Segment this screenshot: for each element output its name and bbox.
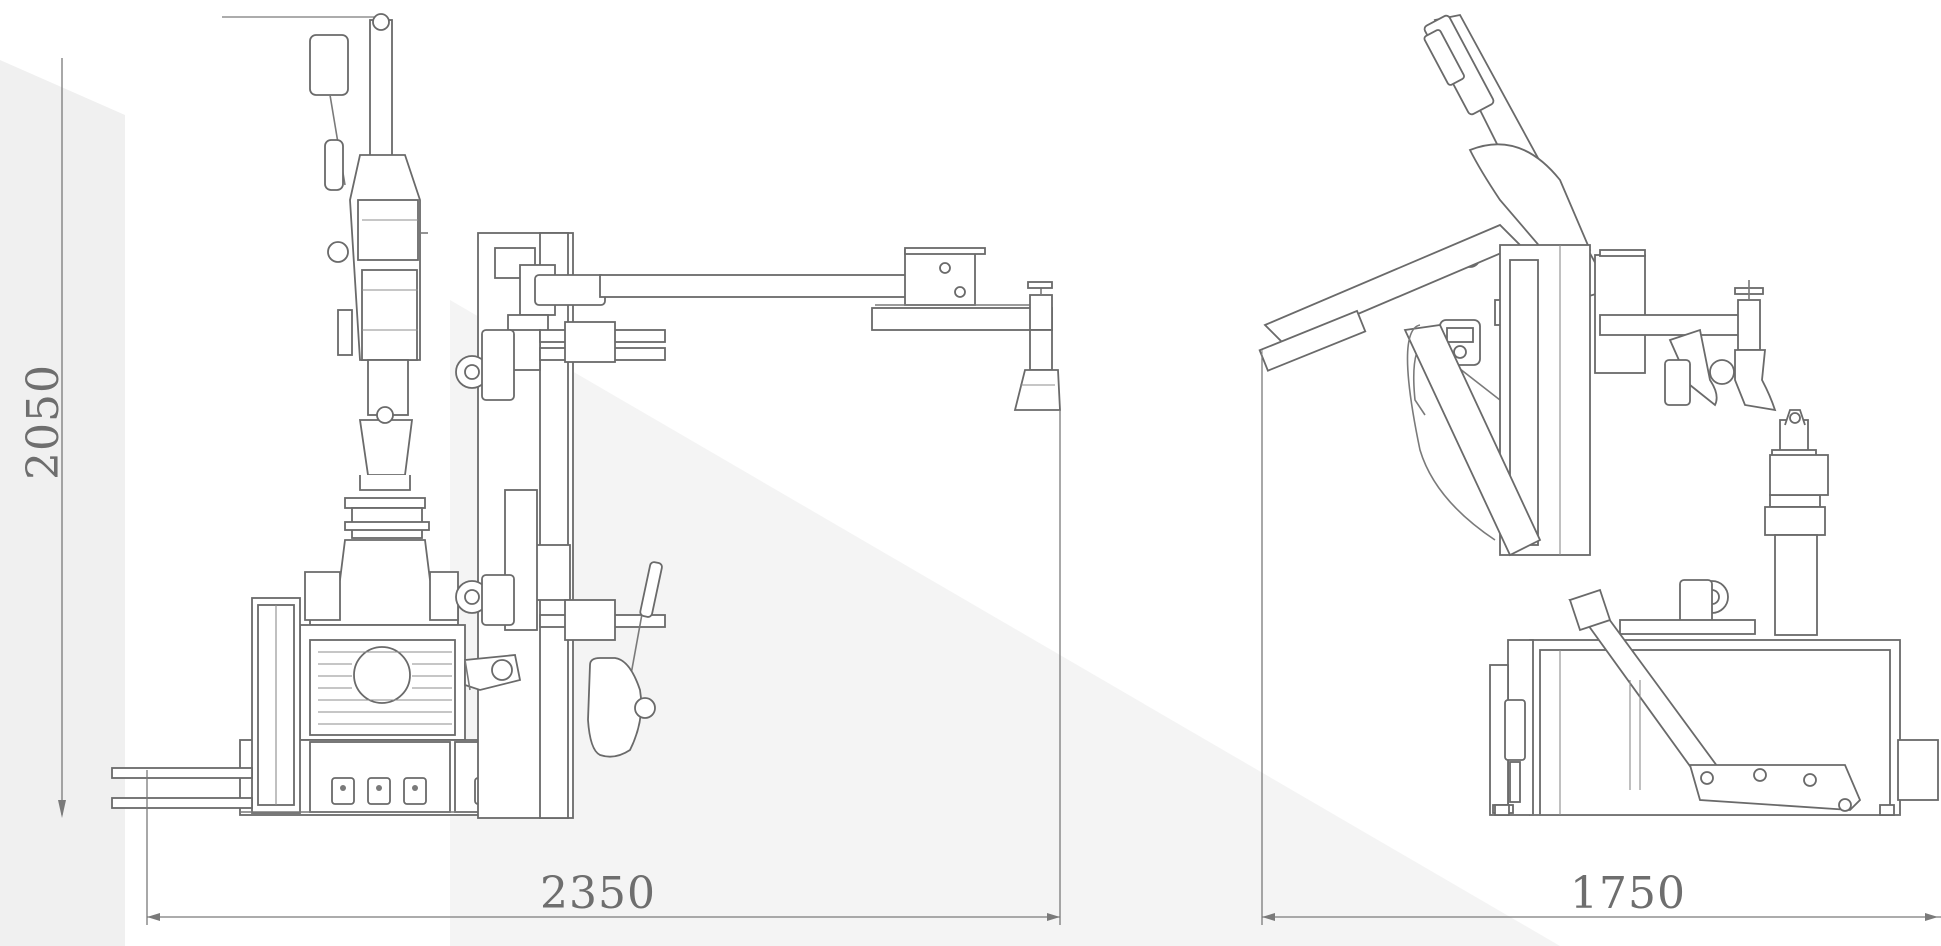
front-width-label: 2350 bbox=[540, 868, 656, 919]
front-view-machine bbox=[111, 13, 1061, 819]
height-label: 2050 bbox=[18, 364, 69, 480]
height-dimension: 2050 bbox=[18, 16, 375, 818]
side-depth-label: 1750 bbox=[1570, 868, 1686, 919]
side-depth-dimension: 1750 bbox=[1261, 355, 1941, 925]
background-shading bbox=[0, 60, 1560, 946]
side-view-machine bbox=[1258, 13, 1939, 816]
front-width-dimension: 2350 bbox=[146, 410, 1061, 925]
